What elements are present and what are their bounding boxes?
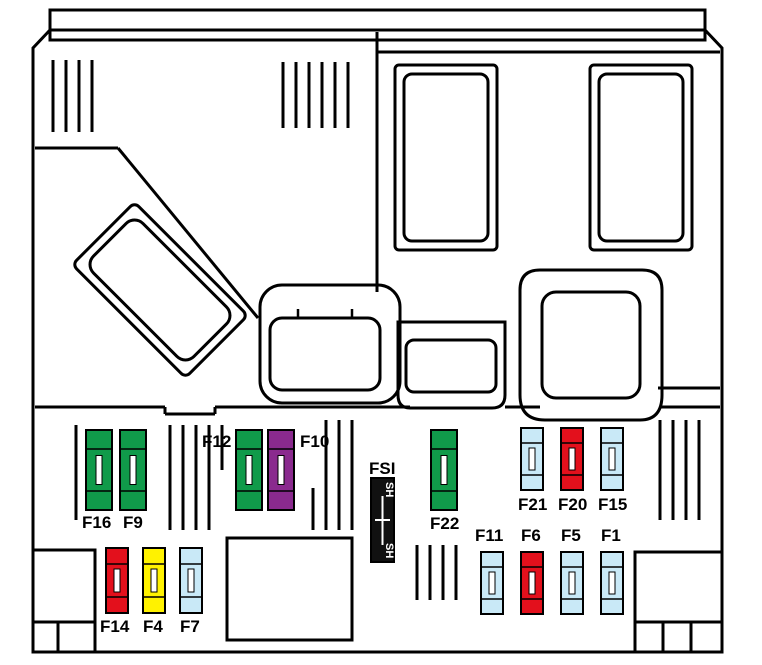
fuse-label-f22: F22 (430, 514, 459, 533)
shunt-mark-top: SH (383, 482, 395, 497)
fuse-window (277, 455, 285, 485)
fuse-f14[interactable] (105, 547, 129, 614)
fuse-f12[interactable] (235, 429, 263, 511)
fuse-f5[interactable] (560, 551, 584, 615)
lower-socket-center (225, 536, 354, 642)
fuse-f9[interactable] (119, 429, 147, 511)
fuse-f6[interactable] (520, 551, 544, 615)
fuse-window (95, 455, 103, 485)
fuse-label-f9: F9 (123, 513, 143, 532)
fuse-window (245, 455, 253, 485)
fuse-label-f6: F6 (521, 526, 541, 545)
connector-left (258, 283, 402, 405)
fuse-f15[interactable] (600, 427, 624, 491)
relay-socket-left (393, 63, 499, 252)
fuse-f1[interactable] (600, 551, 624, 615)
fuse-window (528, 571, 536, 595)
fuse-f10[interactable] (267, 429, 295, 511)
vent-slots-top-middle (281, 62, 350, 128)
fuse-f22[interactable] (430, 429, 458, 511)
relay-socket-diagonal (73, 203, 247, 377)
fuse-label-f16: F16 (82, 513, 111, 532)
fuse-window (113, 568, 121, 593)
fuse-f7[interactable] (179, 547, 203, 614)
connector-middle (396, 320, 507, 410)
housing-partitions (35, 32, 720, 416)
fuse-f21[interactable] (520, 427, 544, 491)
connector-right (518, 268, 664, 422)
fuse-window (528, 447, 536, 471)
fuse-label-f7: F7 (180, 617, 200, 636)
fuse-label-f4: F4 (143, 617, 163, 636)
fuse-window (187, 568, 195, 593)
fuse-f11[interactable] (480, 551, 504, 615)
fuse-label-f21: F21 (518, 495, 547, 514)
fuse-window (608, 447, 616, 471)
fuse-window (440, 455, 448, 485)
fuse-f16[interactable] (85, 429, 113, 511)
fuse-label-f10: F10 (300, 432, 329, 451)
fuse-window (568, 571, 576, 595)
fuse-label-f14: F14 (100, 617, 130, 636)
fuse-label-f1: F1 (601, 526, 621, 545)
corner-block-left (31, 548, 97, 654)
shunt-fsi[interactable]: SH SH (370, 477, 395, 563)
fuse-label-f20: F20 (558, 495, 587, 514)
relay-socket-right (588, 63, 694, 252)
shunt-mark-bottom: SH (383, 543, 395, 558)
fuse-f4[interactable] (142, 547, 166, 614)
fuse-window (488, 571, 496, 595)
shunt-label: FSI (369, 459, 395, 478)
fuse-window (608, 571, 616, 595)
fuse-window (150, 568, 158, 593)
fuse-label-f5: F5 (561, 526, 581, 545)
fuse-f20[interactable] (560, 427, 584, 491)
fuse-label-f15: F15 (598, 495, 627, 514)
fuses (85, 427, 624, 615)
vent-slots-top-left (51, 60, 94, 132)
fuse-window (129, 455, 137, 485)
fuse-window (568, 447, 576, 471)
corner-block-right (633, 550, 724, 654)
vent-slots-lower (74, 420, 701, 600)
fuse-label-f11: F11 (475, 526, 503, 545)
fuse-label-f12: F12 (202, 432, 231, 451)
